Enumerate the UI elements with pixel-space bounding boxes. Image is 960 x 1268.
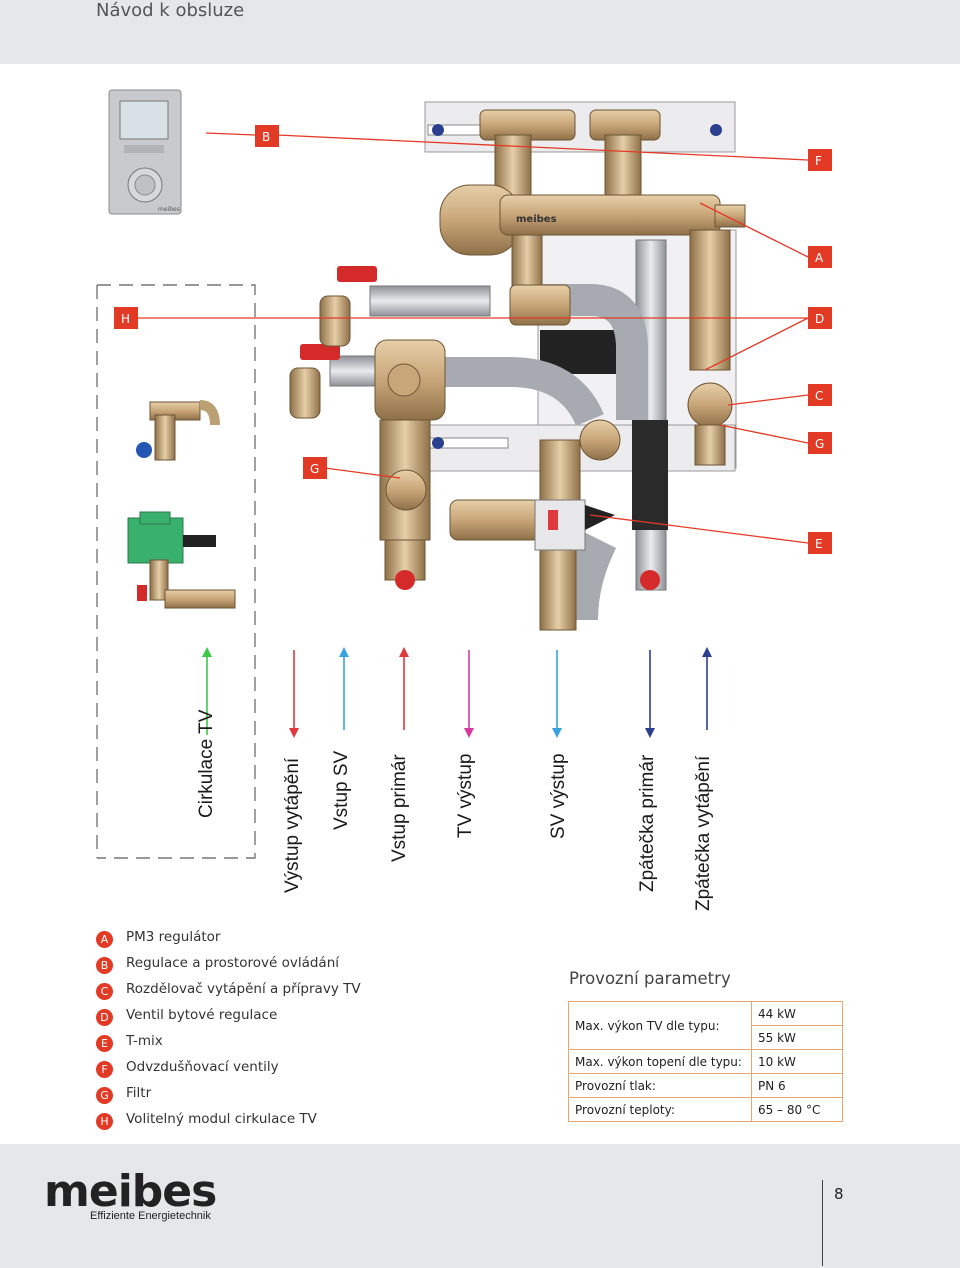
- arrowhead-zpatecka-vytapeni: [702, 647, 712, 657]
- legend-text: Ventil bytové regulace: [126, 1007, 278, 1023]
- callout-g-right: G: [815, 437, 824, 451]
- parameters-title: Provozní parametry: [569, 969, 731, 988]
- flow-label-vystup-vytapeni: Výstup vytápění: [282, 757, 303, 893]
- param-value: 65 – 80 °C: [751, 1097, 843, 1122]
- table-row: 55 kW: [569, 1025, 843, 1050]
- page-header: Návod k obsluze: [0, 0, 960, 64]
- param-label: Provozní tlak:: [568, 1073, 752, 1098]
- arrowhead-sv-vystup: [552, 728, 562, 738]
- table-row: Provozní tlak: PN 6: [568, 1073, 843, 1098]
- parameters-table: Max. výkon TV dle typu: 44 kW 55 kW Max.…: [568, 1001, 843, 1122]
- arrowhead-vstup-sv: [339, 647, 349, 657]
- brass-manifold: meibes: [374, 109, 746, 631]
- flow-label-zpatecka-primar: Zpátečka primár: [637, 754, 658, 892]
- legend-text: Regulace a prostorové ovládání: [126, 955, 340, 971]
- flow-label-cirkulace-tv: Cirkulace TV: [196, 709, 217, 818]
- red-ball-valves: [289, 266, 660, 590]
- flow-label-zpatecka-vytapeni: Zpátečka vytápění: [693, 755, 714, 911]
- param-value: 10 kW: [751, 1049, 843, 1074]
- legend-text: Odvzdušňovací ventily: [126, 1059, 279, 1075]
- unit-logo: meibes: [516, 214, 557, 225]
- callout-e: E: [815, 537, 823, 551]
- arrowhead-vstup-primar: [399, 647, 409, 657]
- legend-letter: D: [96, 1009, 113, 1026]
- legend-text: Rozdělovač vytápění a přípravy TV: [126, 981, 361, 997]
- circulation-module: [96, 284, 256, 859]
- legend-letter: C: [96, 983, 113, 1000]
- callout-g-left: G: [310, 462, 319, 476]
- meibes-logo: meibes: [44, 1168, 217, 1210]
- param-value: 55 kW: [751, 1025, 843, 1050]
- legend-text: T-mix: [126, 1033, 163, 1049]
- legend-letter: A: [96, 931, 113, 948]
- arrowhead-cirkulace-tv: [202, 647, 212, 657]
- legend-text: Volitelný modul cirkulace TV: [126, 1111, 317, 1127]
- param-label: Max. výkon topení dle typu:: [568, 1049, 752, 1074]
- param-value: 44 kW: [751, 1001, 843, 1026]
- table-row: Max. výkon topení dle typu: 10 kW: [568, 1049, 843, 1074]
- param-label: Max. výkon TV dle typu:: [568, 1001, 752, 1050]
- callout-b: B: [262, 130, 270, 144]
- brand-tagline: Effiziente Energietechnik: [90, 1210, 211, 1222]
- arrowhead-zpatecka-primar: [645, 728, 655, 738]
- installation-diagram: meibes meibes: [96, 89, 832, 859]
- arrowhead-vystup-vytapeni: [289, 728, 299, 738]
- callout-c: C: [815, 389, 823, 403]
- legend-letter: H: [96, 1113, 113, 1130]
- callout-f: F: [815, 154, 822, 168]
- table-row: Provozní teploty: 65 – 80 °C: [568, 1097, 843, 1122]
- page-divider: [822, 1180, 823, 1266]
- t-mix-valve: [534, 499, 615, 551]
- legend-letter: F: [96, 1061, 113, 1078]
- page-number: 8: [834, 1185, 844, 1203]
- legend-text: PM3 regulátor: [126, 929, 221, 945]
- header-title: Návod k obsluze: [96, 0, 245, 21]
- callout-a: A: [815, 251, 824, 265]
- callout-h: H: [121, 312, 130, 326]
- brand-wordmark: meibes: [44, 1168, 216, 1210]
- steel-pipes: [329, 239, 668, 621]
- param-value: PN 6: [751, 1073, 843, 1098]
- legend-text: Filtr: [126, 1085, 152, 1101]
- callout-leaders: [136, 132, 809, 544]
- flow-arrows: [202, 647, 712, 738]
- callout-d: D: [815, 312, 824, 326]
- legend-letter: B: [96, 957, 113, 974]
- flow-label-sv-vystup: SV výstup: [548, 753, 569, 839]
- param-label: Provozní teploty:: [568, 1097, 752, 1122]
- arrowhead-tv-vystup: [464, 728, 474, 738]
- legend-letter: G: [96, 1087, 113, 1104]
- room-thermostat: meibes: [108, 89, 182, 215]
- table-row: Max. výkon TV dle typu: 44 kW: [568, 1001, 843, 1050]
- flow-label-vstup-sv: Vstup SV: [331, 750, 352, 830]
- page-footer: [0, 1144, 960, 1268]
- thermostat-logo: meibes: [158, 206, 180, 213]
- flow-label-tv-vystup: TV výstup: [455, 753, 476, 838]
- flow-label-vstup-primar: Vstup primár: [389, 754, 410, 862]
- callout-badges: B F A H D C G G E: [114, 125, 832, 554]
- legend-letter: E: [96, 1035, 113, 1052]
